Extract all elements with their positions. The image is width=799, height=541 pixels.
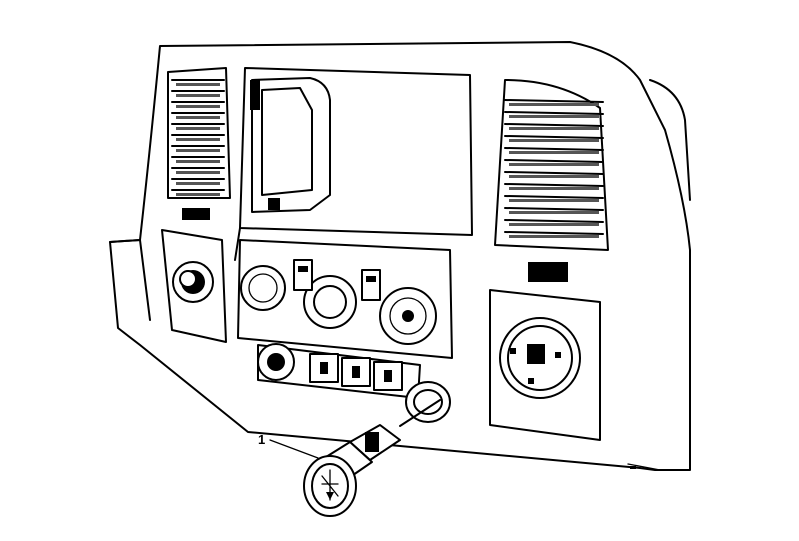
vent-slat xyxy=(504,99,604,103)
vent-slat-shadow xyxy=(176,182,220,185)
center-display-opening xyxy=(234,67,473,261)
vent-slat xyxy=(504,147,604,151)
callout-label: 1 xyxy=(258,432,265,447)
vent-slat-shadow xyxy=(176,149,220,152)
right-knob xyxy=(489,289,601,441)
vent-slat-shadow xyxy=(509,115,599,118)
vent-slat-shadow xyxy=(509,223,599,226)
vent-slat-shadow xyxy=(509,187,599,190)
vent-slat xyxy=(504,159,604,163)
vent-slat xyxy=(504,195,604,199)
vent-slat xyxy=(504,231,604,235)
vent-slat-shadow xyxy=(509,127,599,130)
vent-slat xyxy=(504,135,604,139)
vent-slat-shadow xyxy=(176,94,220,97)
vent-slat-shadow xyxy=(509,175,599,178)
vent-slat-shadow xyxy=(176,116,220,119)
vent-slat-shadow xyxy=(509,139,599,142)
outlet-opening xyxy=(405,381,451,423)
vent-slat-shadow xyxy=(176,83,220,86)
vent-slat-shadow xyxy=(176,138,220,141)
vent-slat xyxy=(504,171,604,175)
vent-slat xyxy=(504,183,604,187)
left-air-vent xyxy=(167,67,231,220)
left-knob xyxy=(161,229,227,343)
callout-1: 1 xyxy=(258,432,319,459)
vent-slat xyxy=(504,123,604,127)
vent-slat-shadow xyxy=(509,235,599,238)
vent-slat xyxy=(504,219,604,223)
vent-slat-shadow xyxy=(176,193,220,196)
vent-slat xyxy=(504,111,604,115)
vent-slat-shadow xyxy=(176,171,220,174)
usb-accessory-outlet xyxy=(303,399,441,517)
vent-slat xyxy=(504,207,604,211)
vent-slat-shadow xyxy=(176,127,220,130)
right-air-vent xyxy=(494,79,609,282)
vent-slat-shadow xyxy=(509,211,599,214)
vent-slat-shadow xyxy=(176,160,220,163)
vent-slat-shadow xyxy=(509,163,599,166)
hvac-control-panel xyxy=(237,239,453,359)
vent-slat-shadow xyxy=(509,103,599,106)
vent-slat-shadow xyxy=(509,199,599,202)
vent-slat-shadow xyxy=(509,151,599,154)
vent-slat-shadow xyxy=(176,105,220,108)
